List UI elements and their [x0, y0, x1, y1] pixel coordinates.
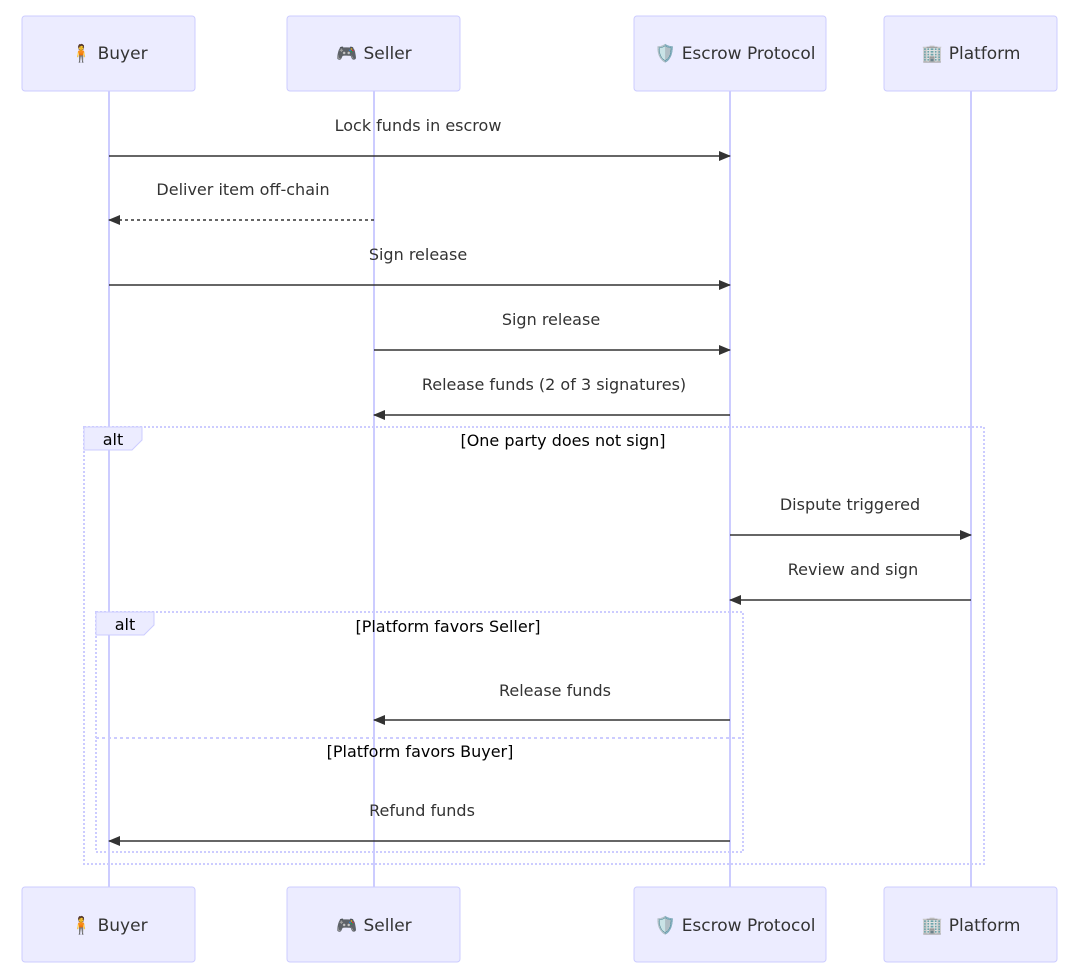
message-5: Release funds (2 of 3 signatures) — [373, 375, 730, 420]
alt-frame-inner-condition: [Platform favors Seller] — [355, 617, 540, 636]
shield-icon: 🛡️ — [655, 915, 676, 936]
alt-frame-inner — [95, 611, 744, 853]
message-1: Lock funds in escrow — [109, 116, 731, 161]
alt-frame-outer-tab — [83, 426, 143, 451]
message-2: Deliver item off-chain — [108, 180, 374, 225]
actor-label: 🧍 Buyer — [70, 915, 147, 936]
actor-box — [21, 886, 196, 963]
actor-name: Escrow Protocol — [682, 44, 816, 64]
actor-name: Buyer — [98, 44, 148, 64]
shield-icon: 🛡️ — [655, 43, 676, 64]
message-label: Lock funds in escrow — [335, 116, 502, 135]
actor-box — [633, 15, 827, 92]
actor-box — [286, 886, 461, 963]
actor-name: Escrow Protocol — [682, 916, 816, 936]
message-label: Dispute triggered — [780, 495, 920, 514]
alt-frame-outer-condition: [One party does not sign] — [460, 431, 665, 450]
actor-buyer-top: 🧍 Buyer — [21, 15, 196, 92]
actor-label: 🏢 Platform — [922, 916, 1021, 936]
actor-escrow-bottom: 🛡️ Escrow Protocol — [633, 886, 827, 963]
actor-name: Buyer — [98, 916, 148, 936]
actor-seller-bottom: 🎮 Seller — [286, 886, 461, 963]
actor-platform-top: 🏢 Platform — [883, 15, 1058, 92]
actor-box — [633, 886, 827, 963]
actor-box — [883, 886, 1058, 963]
message-label: Deliver item off-chain — [156, 180, 329, 199]
alt-frame-inner-tab — [95, 611, 155, 636]
alt-frame-outer — [83, 426, 985, 865]
message-8: Release funds — [373, 681, 730, 725]
message-label: Refund funds — [369, 801, 475, 820]
actor-name: Platform — [949, 916, 1021, 936]
alt-frame-outer-keyword: alt — [103, 430, 124, 449]
message-label: Review and sign — [788, 560, 918, 579]
person-icon: 🧍 — [70, 43, 91, 64]
message-label: Release funds (2 of 3 signatures) — [422, 375, 686, 394]
message-9: Refund funds — [108, 801, 730, 846]
message-6: Dispute triggered — [730, 495, 972, 540]
actor-name: Platform — [949, 44, 1021, 64]
office-building-icon: 🏢 — [922, 44, 943, 64]
office-building-icon: 🏢 — [922, 916, 943, 936]
actor-box — [286, 15, 461, 92]
message-label: Sign release — [502, 310, 600, 329]
person-icon: 🧍 — [70, 915, 91, 936]
actor-box — [21, 15, 196, 92]
actor-box — [883, 15, 1058, 92]
alt-frame-inner-else-condition: [Platform favors Buyer] — [327, 742, 514, 761]
actor-label: 🧍 Buyer — [70, 43, 147, 64]
actor-buyer-bottom: 🧍 Buyer — [21, 886, 196, 963]
actor-label: 🛡️ Escrow Protocol — [655, 915, 816, 936]
message-3: Sign release — [109, 245, 731, 290]
actor-name: Seller — [364, 916, 412, 936]
actor-label: 🛡️ Escrow Protocol — [655, 43, 816, 64]
actor-escrow-top: 🛡️ Escrow Protocol — [633, 15, 827, 92]
actor-label: 🎮 Seller — [336, 916, 411, 936]
actor-name: Seller — [364, 44, 412, 64]
game-controller-icon: 🎮 — [336, 916, 357, 936]
game-controller-icon: 🎮 — [336, 44, 357, 64]
message-4: Sign release — [374, 310, 731, 355]
message-7: Review and sign — [729, 560, 971, 605]
actor-label: 🏢 Platform — [922, 44, 1021, 64]
actor-seller-top: 🎮 Seller — [286, 15, 461, 92]
message-label: Sign release — [369, 245, 467, 264]
alt-frame-inner-keyword: alt — [115, 615, 136, 634]
message-label: Release funds — [499, 681, 611, 700]
actor-platform-bottom: 🏢 Platform — [883, 886, 1058, 963]
actor-label: 🎮 Seller — [336, 44, 411, 64]
